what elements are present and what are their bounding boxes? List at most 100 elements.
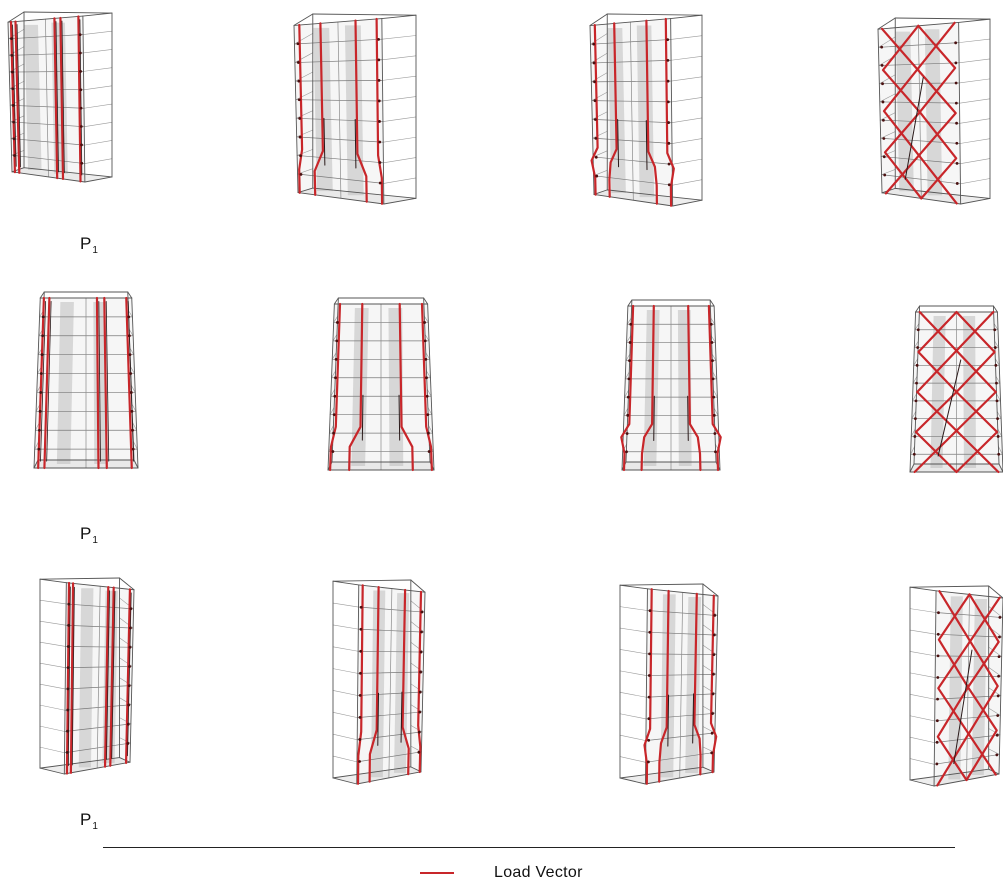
load-node xyxy=(11,87,15,91)
load-node xyxy=(913,435,917,438)
load-vector xyxy=(664,17,675,207)
floor-line xyxy=(988,748,1000,755)
floor-line xyxy=(702,726,716,734)
load-node xyxy=(935,740,939,744)
core-shaft xyxy=(948,596,963,780)
floor-line xyxy=(592,130,608,139)
load-node xyxy=(915,381,918,385)
floor-line xyxy=(410,704,423,713)
floor-line xyxy=(427,407,433,415)
floor-line xyxy=(333,315,338,323)
frame-edge xyxy=(383,197,417,205)
load-vector xyxy=(643,588,653,785)
load-node xyxy=(39,391,43,394)
row-2-label: P1 xyxy=(80,524,98,546)
load-vector xyxy=(936,590,999,787)
floor-line xyxy=(988,667,1002,677)
frame-edge xyxy=(427,303,435,471)
load-vector-shadow xyxy=(904,77,924,180)
load-node xyxy=(129,626,132,630)
frame-edge xyxy=(381,14,417,20)
floor-line xyxy=(39,662,66,669)
load-node xyxy=(424,357,428,361)
tower-r1-c1 xyxy=(7,11,113,183)
floor-line xyxy=(993,323,999,331)
load-vector-shadow xyxy=(71,586,75,766)
floor-line xyxy=(410,600,425,613)
load-node xyxy=(936,676,940,679)
load-node xyxy=(420,610,424,614)
load-vector-shadow xyxy=(105,300,110,462)
load-node xyxy=(914,399,918,403)
floor-line xyxy=(296,149,314,156)
load-node xyxy=(593,99,597,103)
load-vector xyxy=(65,581,71,775)
frame-edge xyxy=(670,14,703,20)
load-vector xyxy=(880,27,957,195)
load-node xyxy=(359,671,362,675)
floor-line xyxy=(119,677,133,686)
core-shaft xyxy=(344,25,364,196)
load-vector xyxy=(709,594,718,774)
floor-line xyxy=(119,657,133,667)
frame-edge xyxy=(619,583,704,586)
floor-line xyxy=(710,317,716,325)
load-vector xyxy=(608,22,618,198)
load-node xyxy=(128,665,131,668)
floor-line xyxy=(711,353,717,361)
row-3-label-main: P xyxy=(80,810,92,829)
load-node xyxy=(997,655,1001,659)
floor-line xyxy=(332,646,359,652)
floor-line xyxy=(330,388,336,397)
load-vector xyxy=(398,302,414,472)
floor-line xyxy=(959,98,991,104)
floor-line xyxy=(591,91,608,101)
load-node xyxy=(12,137,16,141)
tower-glass xyxy=(645,588,718,784)
row-3-label-sub: 1 xyxy=(92,821,98,832)
frame-edge xyxy=(23,11,113,14)
load-node xyxy=(628,341,632,344)
load-node xyxy=(996,417,999,421)
floor-line xyxy=(119,697,132,706)
frame-edge xyxy=(992,305,998,313)
tower-r1-c2 xyxy=(293,13,417,205)
load-node xyxy=(626,395,630,399)
floor-line xyxy=(626,335,631,343)
load-vector xyxy=(881,24,958,200)
frame-edge xyxy=(619,766,704,779)
load-vector xyxy=(368,585,380,783)
load-node xyxy=(425,394,429,398)
load-vector-shadow xyxy=(953,649,973,764)
floor-line xyxy=(713,389,718,398)
frame-edge xyxy=(423,297,429,305)
frame-edge xyxy=(619,777,646,785)
load-node xyxy=(358,760,361,763)
load-vector xyxy=(348,302,364,472)
floor-line xyxy=(712,371,718,380)
tower-base xyxy=(298,188,416,204)
floor-line xyxy=(382,116,417,122)
floor-line xyxy=(410,641,424,653)
floor-line xyxy=(425,352,431,360)
load-node xyxy=(127,315,131,319)
load-node xyxy=(129,372,133,375)
load-node xyxy=(358,716,362,719)
frame-edge xyxy=(625,299,633,463)
floor-line xyxy=(119,637,133,648)
load-node xyxy=(131,447,135,451)
load-node xyxy=(713,432,717,435)
load-vector xyxy=(645,19,659,205)
frame-edge xyxy=(593,194,674,207)
load-node xyxy=(712,413,716,417)
floor-line xyxy=(910,446,915,455)
load-vector xyxy=(298,23,304,194)
load-node xyxy=(998,615,1002,619)
grid-line xyxy=(388,588,393,779)
floor-line xyxy=(672,179,703,186)
load-node xyxy=(711,359,714,363)
floor-line xyxy=(294,52,314,63)
tower-r2-c3 xyxy=(620,299,722,472)
floor-line xyxy=(592,150,608,158)
